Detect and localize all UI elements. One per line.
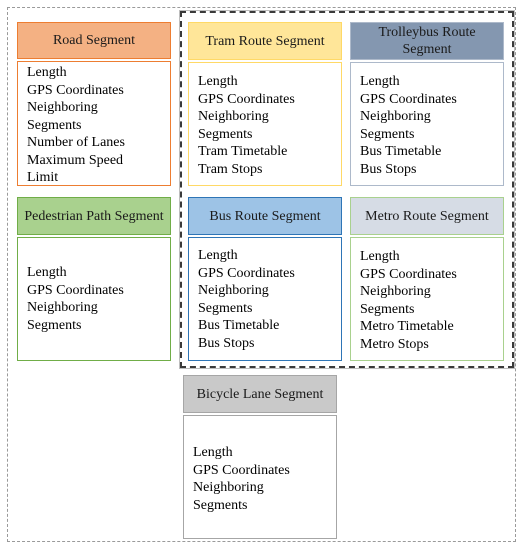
attribute-item: Bus Timetable (198, 318, 280, 333)
attribute-item: GPS Coordinates (360, 91, 457, 107)
attribute-item: Length (360, 74, 400, 89)
attribute-item: GPS Coordinates (198, 91, 295, 107)
bus-route-segment-title: Bus Route Segment (209, 208, 321, 224)
bicycle-lane-segment-card: Bicycle Lane Segment Length GPS Coordina… (183, 375, 337, 539)
tram-route-segment-card: Tram Route Segment Length GPS Coordinate… (188, 22, 342, 186)
bicycle-lane-segment-header: Bicycle Lane Segment (183, 375, 337, 413)
trolleybus-route-segment-header: Trolleybus Route Segment (350, 22, 504, 60)
public-transport-group-boundary (180, 11, 514, 368)
attribute-item: Neighboring (360, 109, 431, 124)
attribute-item: Neighboring (360, 284, 431, 299)
bicycle-lane-segment-title: Bicycle Lane Segment (196, 386, 324, 402)
bus-route-segment-attributes: Length GPS Coordinates Neighboring Segme… (198, 247, 295, 352)
bicycle-lane-segment-attributes: Length GPS Coordinates Neighboring Segme… (193, 444, 290, 514)
outer-dashed-boundary (7, 7, 516, 542)
attribute-item: Segments (360, 301, 415, 317)
attribute-item: Neighboring (27, 300, 98, 315)
attribute-item: Length (360, 249, 400, 264)
attribute-item: GPS Coordinates (27, 82, 124, 98)
attribute-item: Segments (27, 317, 82, 333)
attribute-item: Maximum Speed (27, 152, 124, 168)
attribute-item: Segments (198, 126, 253, 142)
road-segment-card: Road Segment Length GPS Coordinates Neig… (17, 22, 171, 186)
attribute-item: GPS Coordinates (27, 282, 124, 298)
attribute-item: GPS Coordinates (360, 266, 457, 282)
tram-route-segment-title: Tram Route Segment (205, 33, 325, 49)
attribute-item: Bus Stops (198, 335, 255, 351)
metro-route-segment-body: Length GPS Coordinates Neighboring Segme… (350, 237, 504, 361)
attribute-item: Metro Timetable (360, 319, 454, 334)
trolleybus-route-segment-title: Trolleybus Route Segment (378, 25, 476, 57)
attribute-item: GPS Coordinates (198, 265, 295, 281)
attribute-item: Length (27, 265, 67, 280)
attribute-item: Length (198, 74, 238, 89)
attribute-item: Segments (193, 497, 248, 513)
attribute-item: Bus Timetable (360, 144, 442, 159)
trolleybus-route-segment-attributes: Length GPS Coordinates Neighboring Segme… (360, 73, 457, 178)
pedestrian-path-segment-card: Pedestrian Path Segment Length GPS Coord… (17, 197, 171, 361)
tram-route-segment-body: Length GPS Coordinates Neighboring Segme… (188, 62, 342, 186)
road-segment-attributes: Length GPS Coordinates Neighboring Segme… (27, 64, 125, 187)
tram-route-segment-attributes: Length GPS Coordinates Neighboring Segme… (198, 73, 295, 178)
metro-route-segment-header: Metro Route Segment (350, 197, 504, 235)
bicycle-lane-segment-body: Length GPS Coordinates Neighboring Segme… (183, 415, 337, 539)
attribute-item: Length (198, 248, 238, 263)
attribute-item: Neighboring (198, 283, 269, 298)
attribute-item: Neighboring (27, 100, 98, 115)
attribute-item: Length (193, 445, 233, 460)
attribute-item: Tram Stops (198, 161, 263, 177)
bus-route-segment-card: Bus Route Segment Length GPS Coordinates… (188, 197, 342, 361)
pedestrian-path-segment-body: Length GPS Coordinates Neighboring Segme… (17, 237, 171, 361)
attribute-item: GPS Coordinates (193, 462, 290, 478)
road-segment-header: Road Segment (17, 22, 171, 59)
attribute-item: Tram Timetable (198, 144, 288, 159)
trolleybus-route-segment-card: Trolleybus Route Segment Length GPS Coor… (350, 22, 504, 186)
metro-route-segment-title: Metro Route Segment (365, 208, 489, 224)
metro-route-segment-card: Metro Route Segment Length GPS Coordinat… (350, 197, 504, 361)
attribute-item: Segments (198, 300, 253, 316)
pedestrian-path-segment-title: Pedestrian Path Segment (24, 208, 164, 224)
attribute-item: Length (27, 65, 67, 80)
trolleybus-route-segment-body: Length GPS Coordinates Neighboring Segme… (350, 62, 504, 186)
attribute-item: Neighboring (198, 109, 269, 124)
road-segment-title: Road Segment (52, 33, 136, 48)
attribute-item: Segments (360, 126, 415, 142)
pedestrian-path-segment-attributes: Length GPS Coordinates Neighboring Segme… (27, 264, 124, 334)
attribute-item: Limit (27, 170, 59, 185)
pedestrian-path-segment-header: Pedestrian Path Segment (17, 197, 171, 235)
metro-route-segment-attributes: Length GPS Coordinates Neighboring Segme… (360, 248, 457, 353)
bus-route-segment-body: Length GPS Coordinates Neighboring Segme… (188, 237, 342, 361)
attribute-item: Metro Stops (360, 336, 429, 352)
road-segment-body: Length GPS Coordinates Neighboring Segme… (17, 61, 171, 186)
attribute-item: Number of Lanes (27, 135, 125, 150)
attribute-item: Bus Stops (360, 161, 417, 177)
attribute-item: Neighboring (193, 480, 264, 495)
tram-route-segment-header: Tram Route Segment (188, 22, 342, 60)
bus-route-segment-header: Bus Route Segment (188, 197, 342, 235)
attribute-item: Segments (27, 117, 82, 133)
